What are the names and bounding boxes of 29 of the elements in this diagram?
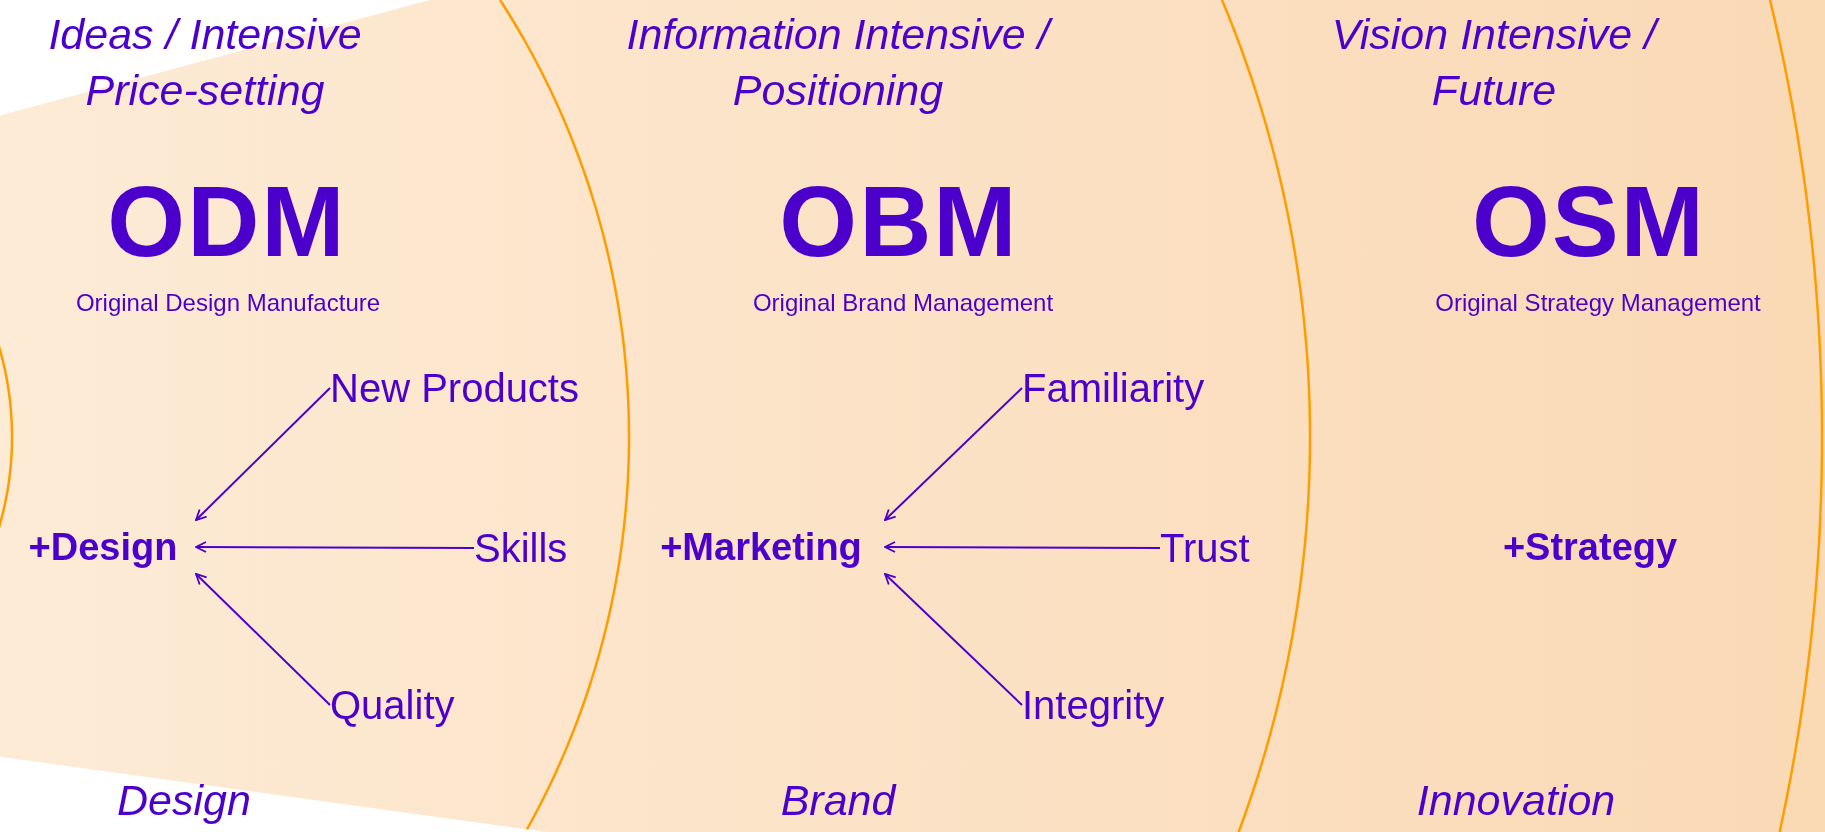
factor-label: Skills [474,524,584,572]
section-footer: Design [4,774,364,826]
arrow [195,387,331,521]
acronym-expansion: Original Brand Management [751,288,1055,318]
factor-label: Familiarity [1022,364,1242,412]
capability-label: +Marketing [637,518,885,576]
capability-label: +Design [10,518,196,576]
factor-label: Quality [330,681,490,729]
arrow [884,541,1161,553]
section-heading: Vision Intensive / Future [1304,6,1684,118]
capability-label: +Strategy [1470,518,1710,576]
band-section [0,0,615,832]
acronym-title: OSM [1471,166,1707,276]
section-heading: Ideas / Intensive Price-setting [47,9,363,116]
arrow [884,573,1023,706]
acronym-expansion: Original Design Manufacture [74,288,382,318]
section-heading: Information Intensive / Positioning [615,6,1061,118]
arrow [195,573,331,706]
section-footer: Brand [658,774,1018,826]
section-footer: Innovation [1336,774,1696,826]
band-section [1275,0,1825,832]
arrow [884,387,1023,521]
acronym-title: OBM [778,166,1020,276]
factor-label: Integrity [1022,681,1212,729]
acronym-expansion: Original Strategy Management [1434,288,1762,318]
arrow [195,541,475,553]
acronym-title: ODM [106,166,348,276]
factor-label: New Products [330,364,612,412]
factor-label: Trust [1160,524,1270,572]
